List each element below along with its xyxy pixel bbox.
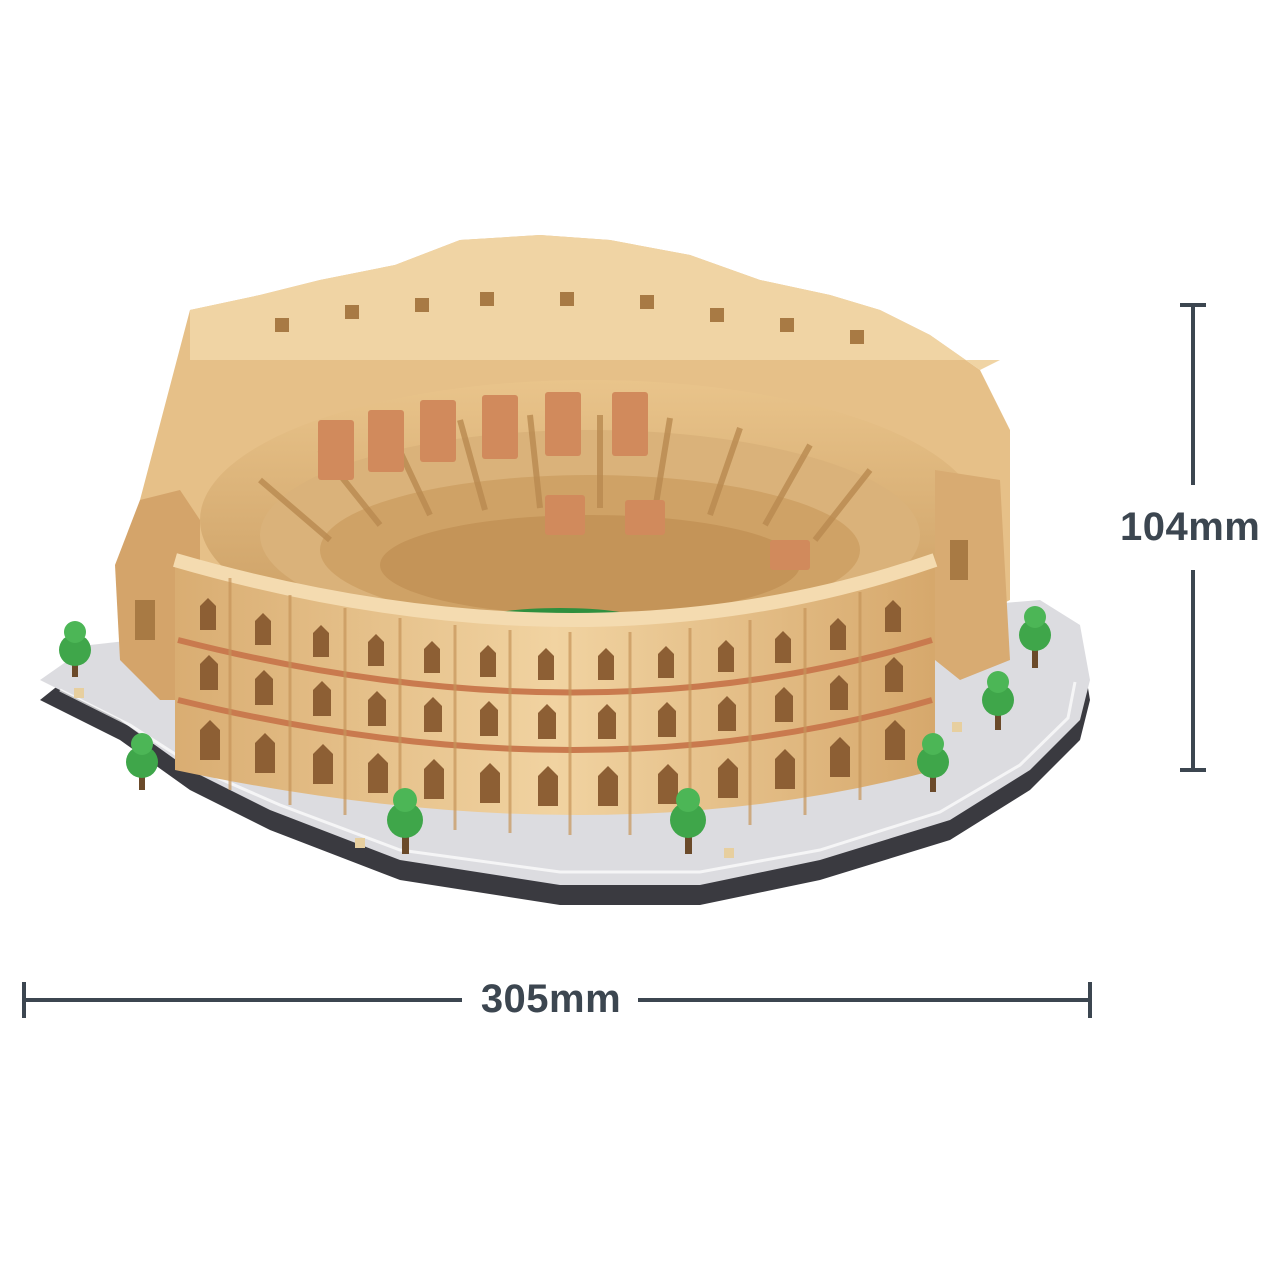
base-details xyxy=(74,688,962,858)
tree-right-3 xyxy=(1019,606,1051,668)
width-dimension-label: 305mm xyxy=(468,977,634,1021)
tree-front-left xyxy=(387,788,423,854)
tree-front-right xyxy=(670,788,706,854)
height-dimension-line xyxy=(1180,303,1206,772)
right-ruin-section xyxy=(935,470,1010,680)
trees xyxy=(59,606,1051,854)
width-dimension-line xyxy=(22,982,1092,1018)
height-dimension-label: 104mm xyxy=(1120,503,1265,551)
inner-seating xyxy=(200,380,980,660)
tree-left-1 xyxy=(59,621,91,677)
tree-left-2 xyxy=(126,733,158,790)
front-outer-wall xyxy=(173,553,938,835)
tree-right-1 xyxy=(917,733,949,792)
tree-right-2 xyxy=(982,671,1014,730)
